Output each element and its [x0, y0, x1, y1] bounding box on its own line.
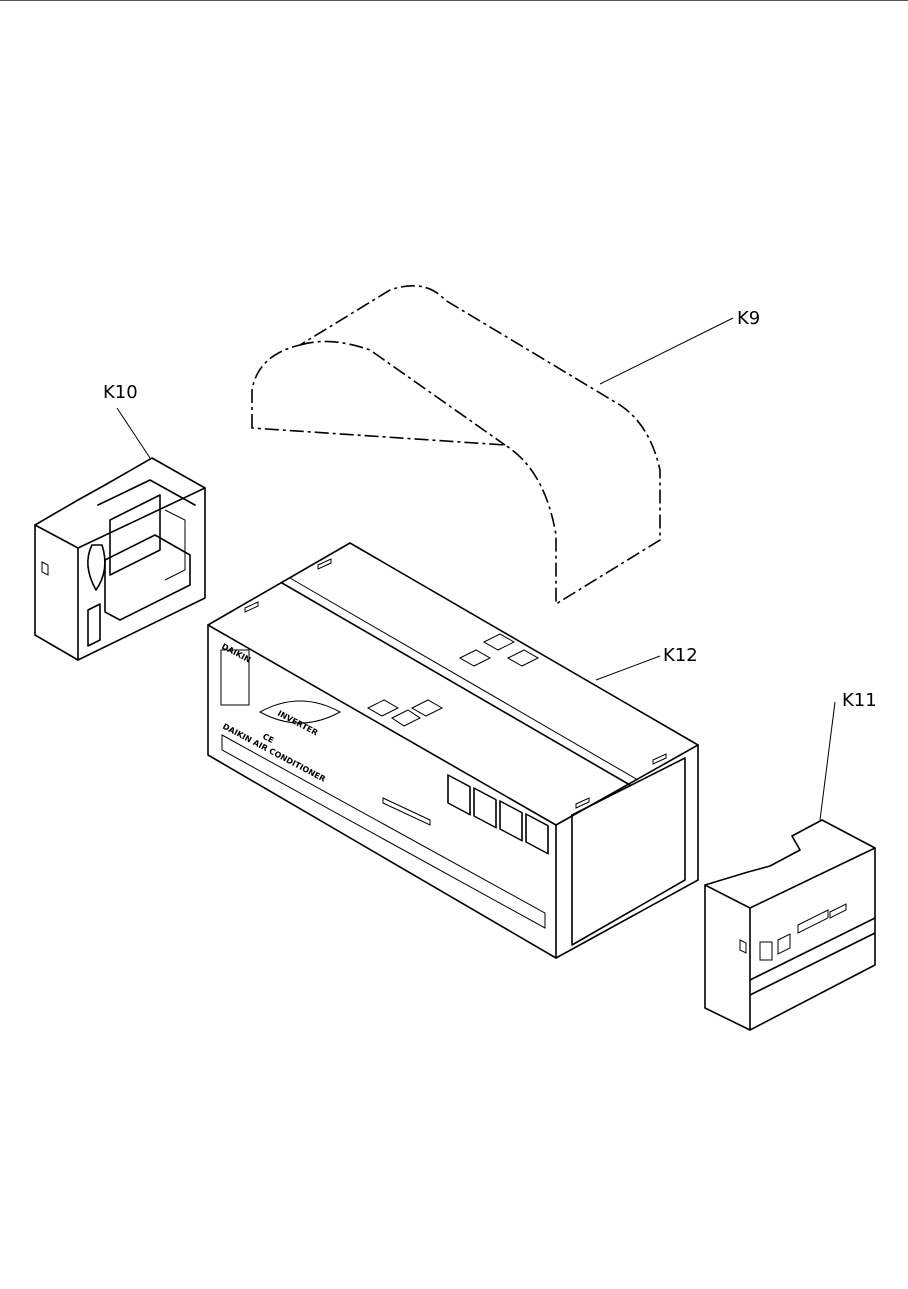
- carton-inverter-text: INVERTER: [276, 709, 319, 738]
- carton-brand-text: DAIKIN: [220, 642, 252, 665]
- carton-print-window: [220, 649, 250, 706]
- label-k12: K12: [663, 645, 698, 666]
- top-symbols-a-icon: [366, 699, 444, 727]
- handling-symbol-1-icon: [447, 774, 471, 816]
- top-border-rule: [0, 0, 908, 1]
- label-k10: K10: [103, 382, 138, 403]
- leader-k12: [595, 655, 661, 681]
- part-k10-foam-block: [34, 457, 206, 661]
- inverter-logo-outline: [258, 700, 342, 724]
- top-symbols-b-icon: [458, 633, 540, 667]
- handling-symbol-3-icon: [499, 800, 523, 842]
- k11-r-mark: [759, 941, 773, 961]
- handling-symbol-2-icon: [473, 787, 497, 829]
- part-k12-carton: INVERTER DAIKIN DAIKIN AIR CONDITIONER C…: [207, 542, 699, 959]
- part-k11-foam-block: [704, 819, 876, 1031]
- label-k9: K9: [737, 308, 760, 329]
- leader-k9: [599, 317, 734, 385]
- part-k9-cover: [251, 284, 661, 606]
- leader-k11: [819, 701, 836, 821]
- leader-k10: [116, 407, 151, 459]
- handling-symbol-4-icon: [525, 813, 549, 855]
- label-k11: K11: [842, 690, 877, 711]
